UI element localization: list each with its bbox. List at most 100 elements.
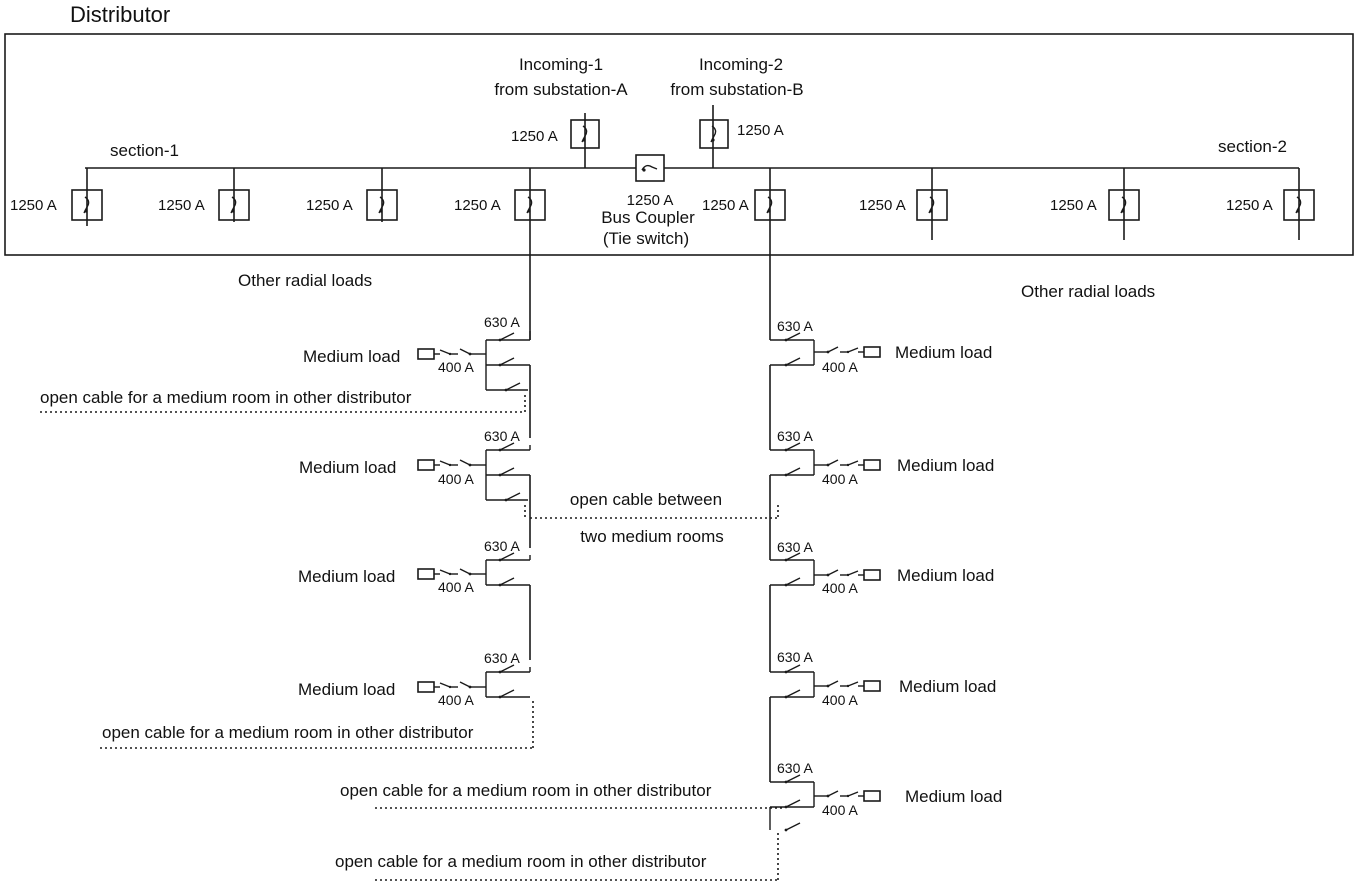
load-fuse-box: [863, 569, 881, 581]
rmu-out-switch: [784, 799, 801, 809]
feeder-rating-label: 1250 A: [454, 197, 501, 214]
load-fuse-blade: [847, 570, 859, 576]
rmu-out-switch: [498, 357, 515, 367]
load-fuse-box: [863, 459, 881, 471]
rmu-630-rating: 630 A: [484, 314, 520, 330]
switch-blade: [785, 577, 801, 586]
incoming-2-rating: 1250 A: [737, 122, 784, 139]
feeder-rating-label: 1250 A: [1226, 197, 1273, 214]
switch-blade: [785, 467, 801, 476]
load-fuse-blade: [847, 460, 859, 466]
load-fuse-pivot: [846, 463, 850, 467]
medium-load-label: Medium load: [303, 347, 400, 366]
left-medium-load-fuse: [417, 348, 476, 360]
switch-blade: [499, 467, 515, 476]
switch-blade: [499, 357, 515, 366]
load-fuse-pivot: [448, 685, 452, 689]
incoming-1-rating: 1250 A: [511, 128, 558, 145]
incoming-2-breaker: [699, 119, 729, 149]
rmu-400-rating: 400 A: [822, 359, 858, 375]
breaker-contact: [641, 164, 658, 171]
switch-blade: [785, 552, 801, 561]
load-switch-blade: [827, 346, 839, 353]
open-cable-label-right-2: open cable for a medium room in other di…: [335, 852, 707, 871]
load-fuse-pivot: [846, 794, 850, 798]
bus-coupler-breaker: [635, 154, 665, 182]
switch-blade: [785, 774, 801, 783]
diagram-title: Distributor: [70, 2, 170, 27]
load-switch-pivot: [468, 352, 472, 356]
switch-blade: [505, 382, 521, 391]
load-fuse-blade: [439, 349, 451, 355]
rmu-630-rating: 630 A: [777, 318, 813, 334]
medium-load-label: Medium load: [897, 456, 994, 475]
load-fuse-box: [417, 459, 435, 471]
load-switch-blade: [827, 680, 839, 687]
switch-blade: [499, 664, 515, 673]
load-switch-blade: [459, 681, 471, 688]
rmu-out-switch: [498, 467, 515, 477]
rmu-400-rating: 400 A: [822, 580, 858, 596]
switch-blade: [785, 822, 801, 831]
feeder-rating-label: 1250 A: [306, 197, 353, 214]
breaker-pivot: [642, 168, 646, 172]
switch-blade: [499, 689, 515, 698]
load-fuse-blade: [439, 569, 451, 575]
feeder-rating-label: 1250 A: [10, 197, 57, 214]
load-fuse-pivot: [846, 684, 850, 688]
rmu-630-rating: 630 A: [484, 650, 520, 666]
load-fuse-pivot: [846, 350, 850, 354]
load-fuse-blade: [439, 682, 451, 688]
feeder-rating-label: 1250 A: [702, 197, 749, 214]
load-switch-pivot: [826, 573, 830, 577]
distributor-enclosure: [4, 33, 1354, 256]
load-switch-blade: [827, 790, 839, 797]
load-switch-blade: [459, 459, 471, 466]
incoming-2-source: from substation-B: [670, 80, 803, 99]
left-medium-load-fuse: [417, 681, 476, 693]
incoming-1-label: Incoming-1: [519, 55, 603, 74]
switch-blade: [785, 664, 801, 673]
medium-load-label: Medium load: [298, 680, 395, 699]
rmu-400-rating: 400 A: [438, 579, 474, 595]
bus-coupler-rating: 1250 A: [627, 192, 674, 209]
right-medium-load-fuse: [822, 459, 881, 471]
load-fuse-blade: [847, 681, 859, 687]
rmu-in-switch: [784, 332, 801, 342]
tie-switch-label: (Tie switch): [603, 229, 689, 248]
rmu-third-switch: [504, 492, 521, 502]
load-switch-blade: [827, 459, 839, 466]
breaker-box: [699, 119, 729, 149]
load-fuse-box: [863, 346, 881, 358]
rmu-in-switch: [498, 332, 515, 342]
rmu-400-rating: 400 A: [822, 692, 858, 708]
medium-load-label: Medium load: [905, 787, 1002, 806]
rmu-400-rating: 400 A: [822, 802, 858, 818]
open-cable-group: [40, 392, 785, 881]
bus-coupler-label: Bus Coupler: [601, 208, 695, 227]
load-switch-blade: [459, 568, 471, 575]
feeder-rating-label: 1250 A: [158, 197, 205, 214]
switch-blade: [785, 799, 801, 808]
right-last-extra-switch: [784, 822, 801, 832]
switch-blade: [785, 332, 801, 341]
rmu-out-switch: [498, 689, 515, 699]
feeder-rating-label: 1250 A: [1050, 197, 1097, 214]
right-medium-load-fuse: [822, 346, 881, 358]
rmu-400-rating: 400 A: [438, 692, 474, 708]
rmu-630-rating: 630 A: [777, 428, 813, 444]
load-switch-pivot: [468, 463, 472, 467]
load-fuse-pivot: [448, 463, 452, 467]
breaker-box: [635, 154, 665, 182]
load-fuse-blade: [847, 791, 859, 797]
section-1-label: section-1: [110, 141, 179, 160]
switch-blade: [499, 442, 515, 451]
